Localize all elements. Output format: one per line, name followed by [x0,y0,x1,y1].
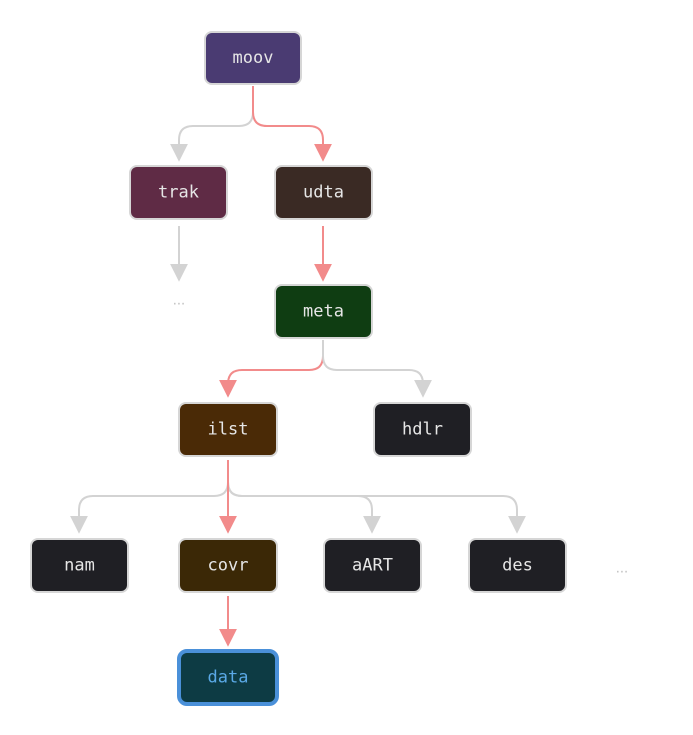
node-data: data [177,649,279,706]
node-udta-box [274,165,373,220]
node-moov: moov [204,31,302,85]
node-des: des [468,538,567,593]
node-meta-box [274,284,373,339]
node-ilst: ilst [178,402,278,457]
node-des-box [468,538,567,593]
node-nam: nam [30,538,129,593]
node-trak-label: trak [158,183,199,203]
node-aART-box [323,538,422,593]
node-covr-label: covr [208,556,249,576]
node-nam-label: nam [64,556,95,576]
edge-moov-trak [170,86,254,162]
node-hdlr-label: hdlr [402,420,443,440]
node-ilst-box [178,402,278,457]
node-udta-label: udta [303,183,344,203]
node-hdlr: hdlr [373,402,472,457]
node-covr-box [178,538,278,593]
edge-moov-udta [252,86,332,162]
ilst-more-ellipsis: ... [616,562,628,577]
node-data-label: data [208,668,249,688]
trak-children-ellipsis: ... [173,294,185,309]
node-moov-box [204,31,302,85]
node-trak-box [129,165,228,220]
node-aART-label: aART [352,556,393,576]
node-aART: aART [323,538,422,593]
node-meta: meta [274,284,373,339]
node-des-label: des [502,556,533,576]
node-ilst-label: ilst [208,420,249,440]
node-trak: trak [129,165,228,220]
edges [70,86,526,647]
node-meta-label: meta [303,302,344,322]
edge-meta-hdlr [322,340,432,398]
node-covr: covr [178,538,278,593]
edge-meta-ilst [219,340,324,398]
edge-ilst-nam [70,460,229,534]
node-moov-label: moov [233,48,274,68]
node-nam-box [30,538,129,593]
node-hdlr-box [373,402,472,457]
node-data-box [177,649,279,706]
node-udta: udta [274,165,373,220]
